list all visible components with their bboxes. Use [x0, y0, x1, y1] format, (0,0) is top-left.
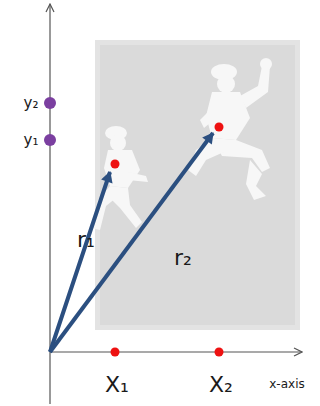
photo-background: [95, 40, 300, 330]
x-projection-dot: [111, 348, 120, 357]
position-vector: [50, 133, 213, 352]
runner-figure: [92, 126, 148, 230]
axis-label: x-axis: [269, 378, 304, 390]
x-projection-dot: [215, 348, 224, 357]
x-coordinate-label: X₁: [105, 374, 129, 396]
x-axis-line: [50, 351, 302, 352]
position-vector: [50, 172, 110, 352]
y-projection-dot: [44, 134, 56, 146]
position-dot: [215, 123, 224, 132]
jumper-figure: [188, 58, 272, 200]
y-coordinate-label: y₂: [24, 96, 39, 111]
photo-inner: [100, 45, 295, 325]
y-axis: [49, 4, 50, 404]
x-coordinate-label: X₂: [209, 374, 233, 396]
vector-label: r₁: [77, 229, 95, 251]
position-dot: [111, 160, 120, 169]
y-projection-dot: [44, 97, 56, 109]
y-coordinate-label: y₁: [24, 133, 39, 148]
vector-label: r₂: [174, 247, 192, 269]
